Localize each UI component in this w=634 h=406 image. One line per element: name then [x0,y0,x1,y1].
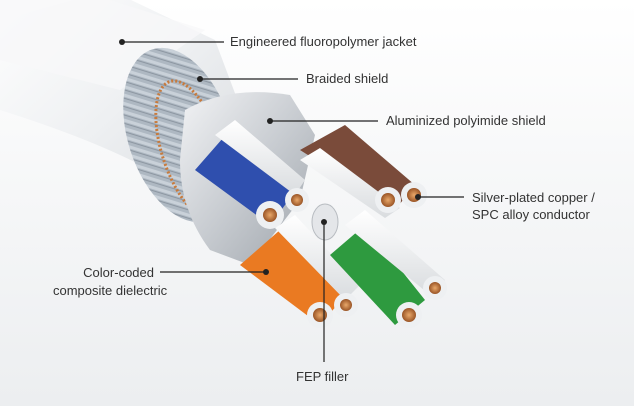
label-conductor-line1: Silver-plated copper / [472,190,595,205]
white-orange-pair [275,215,360,300]
label-dielectric-line1: Color-coded [83,265,154,280]
leader-lines [122,41,464,362]
jacket-highlight [0,0,205,90]
copper-core [340,299,352,311]
leader-dots [119,39,421,275]
label-conductor-line2: SPC alloy conductor [472,207,590,222]
blue-insulation [195,130,300,225]
label-polyimide-shield: Aluminized polyimide shield [386,113,546,128]
green-insulation [330,225,425,325]
copper-core [291,194,303,206]
label-fep-filler: FEP filler [296,369,349,384]
white-green-pair [345,210,445,295]
copper-core [402,308,416,322]
white-blue-pair [215,120,305,195]
label-jacket: Engineered fluoropolymer jacket [230,34,417,49]
label-dielectric-line2: composite dielectric [53,283,168,298]
white-brown-pair [300,148,400,218]
orange-insulation [240,230,350,325]
copper-core [429,282,441,294]
copper-core [313,308,327,322]
copper-core [263,208,277,222]
copper-core [381,193,395,207]
label-braided-shield: Braided shield [306,71,389,86]
